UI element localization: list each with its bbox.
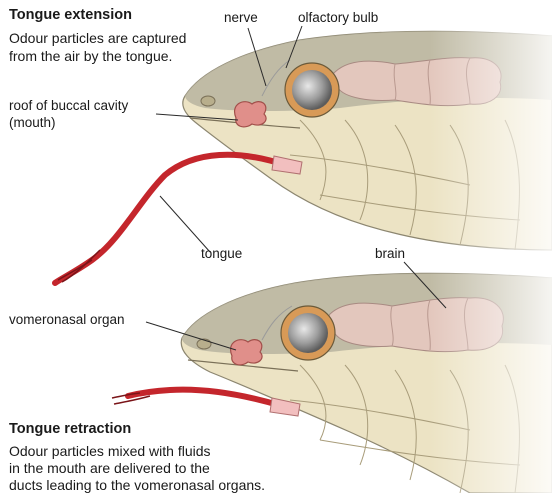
heading-retraction: Tongue retraction	[9, 420, 131, 438]
label-roof-line1: roof of buccal cavity	[9, 98, 128, 115]
caption-retraction-line3: ducts leading to the vomeronasal organs.	[9, 477, 265, 493]
caption-extension-line2: from the air by the tongue.	[9, 48, 172, 66]
caption-retraction-line1: Odour particles mixed with fluids	[9, 443, 211, 461]
bottom-vomeronasal-organ	[231, 340, 263, 365]
top-tongue-body	[55, 155, 285, 283]
label-roof-line2: (mouth)	[9, 115, 56, 132]
top-snake-head	[183, 30, 552, 260]
label-vomeronasal-organ: vomeronasal organ	[9, 312, 125, 329]
bottom-eye	[288, 313, 328, 353]
top-fade	[430, 30, 552, 260]
label-olfactory-bulb: olfactory bulb	[298, 10, 378, 27]
top-vomeronasal-organ	[235, 102, 267, 127]
label-nerve: nerve	[224, 10, 258, 27]
heading-extension: Tongue extension	[9, 6, 132, 24]
caption-retraction-line2: in the mouth are delivered to the	[9, 460, 210, 478]
caption-extension-line1: Odour particles are captured	[9, 30, 186, 48]
bottom-fade	[430, 272, 552, 493]
top-nostril	[201, 96, 215, 106]
bottom-snake-head	[181, 272, 552, 493]
leader-tongue	[160, 196, 210, 252]
label-tongue: tongue	[201, 246, 242, 263]
top-eye	[292, 70, 332, 110]
label-brain: brain	[375, 246, 405, 263]
